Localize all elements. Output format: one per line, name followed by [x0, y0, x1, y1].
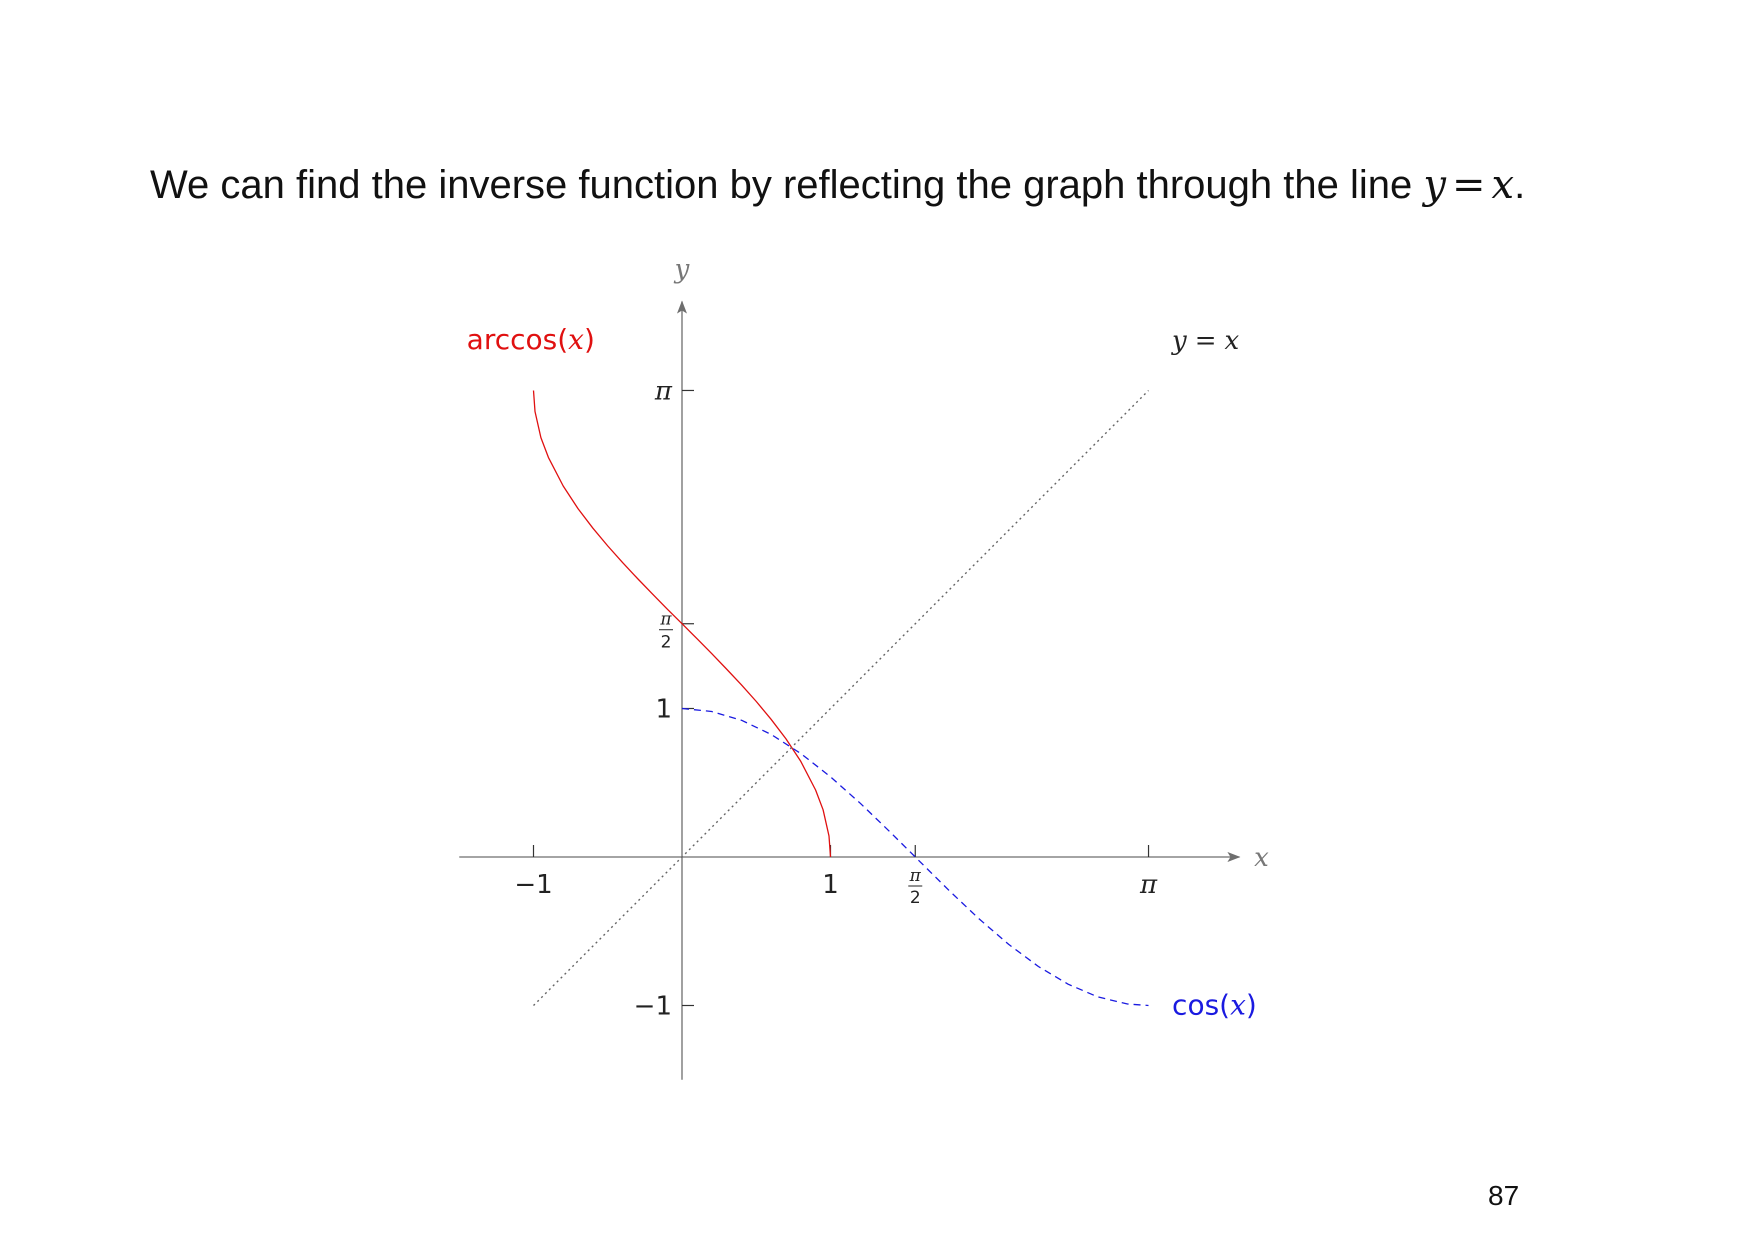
- heading-text: We can find the inverse function by refl…: [150, 163, 1413, 207]
- x-axis-label: x: [1254, 843, 1269, 873]
- page-number: 87: [1488, 1180, 1520, 1211]
- slide-heading: We can find the inverse function by refl…: [150, 162, 1525, 208]
- x-tick-label: π: [1139, 870, 1158, 900]
- x-tick-label-numerator: π: [909, 866, 922, 886]
- x-tick-label: −1: [514, 870, 552, 900]
- y-tick-label-denominator: 2: [661, 633, 672, 653]
- y-tick-label: −1: [634, 992, 672, 1022]
- heading-var-x: x: [1491, 162, 1515, 208]
- arccos-label: arccos(x): [467, 323, 595, 356]
- x-tick-label: 1: [822, 870, 839, 900]
- arccos-curve: [532, 390, 832, 858]
- cos-label: cos(x): [1172, 989, 1257, 1022]
- heading-var-y: y: [1423, 162, 1446, 208]
- heading-equals: =: [1452, 162, 1486, 208]
- x-tick-label-denominator: 2: [910, 888, 921, 908]
- identity-line: [533, 390, 1149, 1006]
- heading-period: .: [1514, 163, 1526, 207]
- y-tick-label: 1: [655, 695, 672, 725]
- y-tick-label: π: [654, 376, 673, 406]
- cos-curve: [681, 707, 1149, 1007]
- identity-line-label: y=x: [1171, 326, 1240, 356]
- y-tick-label-numerator: π: [659, 610, 672, 630]
- y-axis-label: y: [674, 255, 690, 285]
